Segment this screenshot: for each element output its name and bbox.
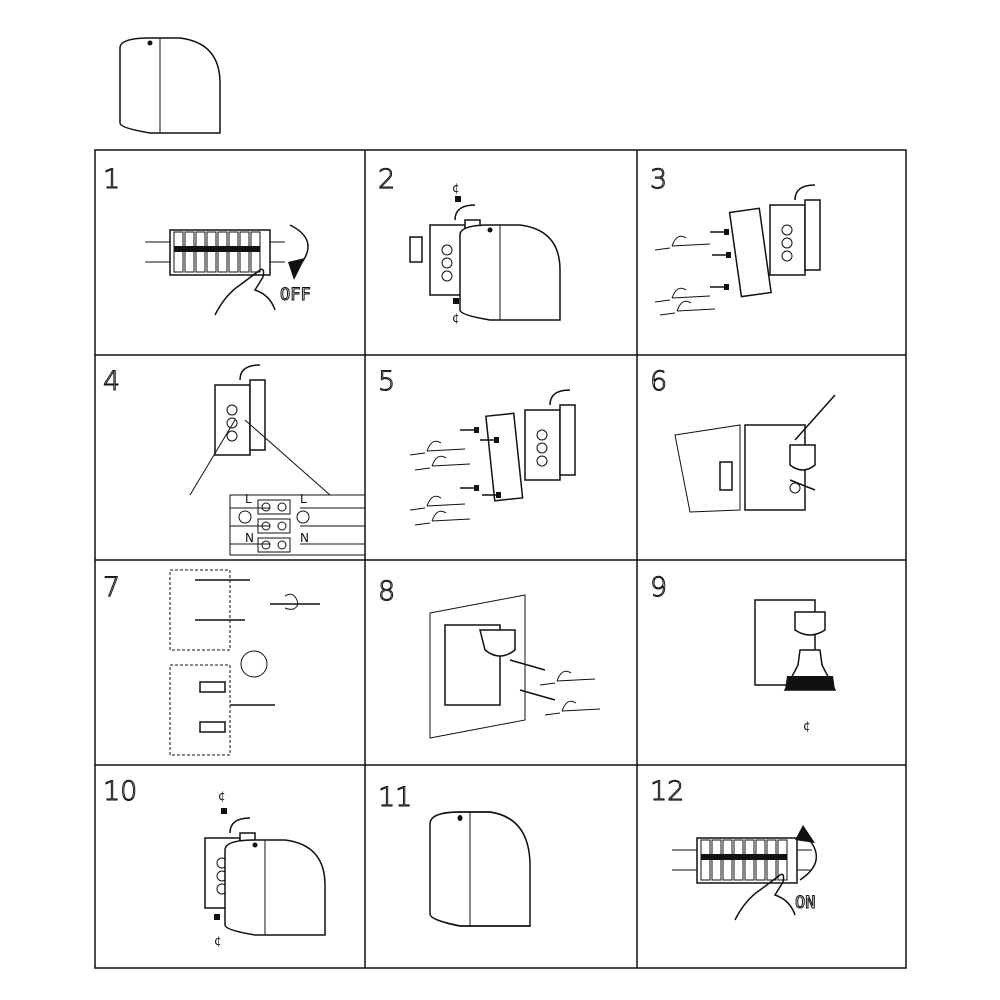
step-number: 6 [650, 366, 667, 397]
step-number: 11 [378, 782, 412, 813]
step-9-insert-bulb: ¢ [754, 599, 837, 733]
step-number: 2 [378, 164, 395, 195]
wire-label-n: N [245, 531, 254, 545]
screwdriver-icon [794, 394, 836, 441]
step-number: 9 [650, 572, 667, 603]
earth-symbol-icon [296, 510, 310, 524]
wire-label-n: N [300, 531, 309, 545]
arrow-icon [289, 224, 309, 266]
screwdriver-icon: ¢ [452, 181, 460, 195]
circuit-breaker-icon [144, 229, 286, 276]
step-6-connect [674, 394, 836, 513]
screwdriver-icon: ¢ [452, 311, 460, 325]
on-label: ON [795, 893, 815, 913]
step-2-remove-cover: ¢ ¢ [409, 181, 561, 325]
wire-label-l: L [245, 492, 252, 506]
earth-symbol-icon [238, 510, 252, 524]
wall-texture [169, 569, 231, 651]
step-4-wiring: L N L N [189, 364, 366, 556]
circuit-breaker-icon [671, 837, 813, 884]
step-11-finished-lamp [429, 811, 531, 927]
product-image [119, 37, 221, 134]
step-number: 4 [103, 366, 120, 397]
step-number: 8 [378, 576, 395, 607]
step-8-fix-to-wall [429, 594, 601, 739]
step-12-breaker-on: ON [671, 825, 817, 921]
step-number: 3 [650, 164, 667, 195]
step-grid [94, 149, 907, 969]
screwdriver-icon: ¢ [803, 719, 811, 733]
wall-texture [169, 664, 231, 756]
step-number: 1 [103, 164, 120, 195]
hand-icon [214, 268, 276, 316]
step-number: 10 [103, 776, 137, 807]
wire-label-l: L [300, 492, 307, 506]
step-7-drill-wall [169, 569, 320, 756]
wall-lamp-icon [429, 811, 531, 927]
step-number: 7 [103, 572, 120, 603]
off-label: OFF [280, 285, 311, 305]
step-3-screws-box [654, 184, 821, 316]
step-5-mount-box [409, 389, 576, 526]
screwdriver-icon: ¢ [218, 789, 226, 803]
step-10-attach-cover: ¢ ¢ [204, 789, 326, 948]
step-1-breaker-off: OFF [144, 224, 311, 316]
step-number: 12 [650, 776, 684, 807]
screwdriver-icon: ¢ [214, 934, 222, 948]
step-number: 5 [378, 366, 395, 397]
wall-plug-icon [240, 650, 268, 678]
